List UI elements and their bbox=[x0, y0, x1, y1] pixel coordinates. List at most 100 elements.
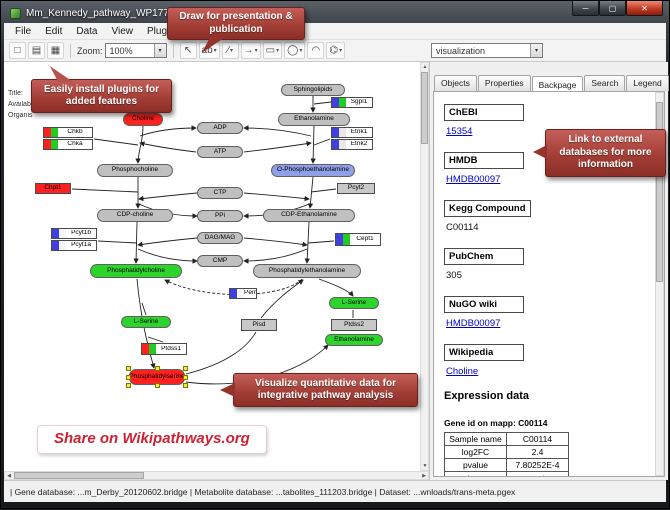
metabolite-node-l-serine-right[interactable]: L-Serine bbox=[329, 297, 379, 309]
gene-node-pcyt1b[interactable]: Pcyt1b bbox=[51, 228, 97, 239]
scroll-down-icon[interactable]: ▼ bbox=[421, 462, 429, 470]
metabolite-node-ethanolamine-top[interactable]: Ethanolamine bbox=[278, 113, 350, 126]
scroll-up-icon[interactable]: ▲ bbox=[421, 63, 429, 71]
metabolite-node-phosphatidylcholine[interactable]: Phosphatidylcholine bbox=[90, 264, 182, 278]
expression-color-chip bbox=[336, 234, 343, 245]
metabolite-node-atp[interactable]: ATP bbox=[197, 146, 243, 158]
gene-node-chkb[interactable]: Chkb bbox=[43, 127, 93, 138]
metabolite-node-ppi[interactable]: PPi bbox=[197, 210, 243, 222]
expression-color-chip bbox=[230, 289, 237, 298]
metabolite-node-ethanolamine-bottom[interactable]: Ethanolamine bbox=[325, 334, 383, 346]
gene-node-pisd[interactable]: Pisd bbox=[241, 319, 277, 331]
infobox-line: Title: bbox=[8, 90, 33, 97]
menu-bar: FileEditDataViewPluginsHelp bbox=[4, 23, 666, 40]
arc-tool-button[interactable]: ◠ bbox=[307, 42, 324, 59]
selection-handle[interactable] bbox=[126, 375, 131, 380]
maximize-button[interactable]: ▢ bbox=[599, 1, 626, 16]
select-tool-button[interactable]: ↖ bbox=[180, 42, 197, 59]
gene-node-chka[interactable]: Chka bbox=[43, 139, 93, 150]
callout-tail bbox=[533, 145, 547, 159]
vertical-scroll-thumb[interactable] bbox=[421, 72, 428, 144]
menu-edit[interactable]: Edit bbox=[38, 24, 69, 39]
tab-properties[interactable]: Properties bbox=[478, 75, 531, 91]
gene-node-chpt1[interactable]: Chpt1 bbox=[35, 183, 71, 194]
selection-handle[interactable] bbox=[183, 375, 188, 380]
metabolite-node-phosphocholine[interactable]: Phosphocholine bbox=[97, 164, 173, 177]
chevron-down-icon[interactable]: ▾ bbox=[154, 44, 166, 57]
menu-data[interactable]: Data bbox=[69, 24, 104, 39]
file-tool-group: □▤▦ bbox=[9, 42, 64, 59]
template-tool-button[interactable]: ⌬▾ bbox=[326, 42, 345, 59]
metabolite-node-phosphatidylethanolamine[interactable]: Phosphatidylethanolamine bbox=[253, 264, 361, 278]
metabolite-node-ctp[interactable]: CTP bbox=[197, 187, 243, 199]
ellipse-tool-button[interactable]: ◯▾ bbox=[284, 42, 305, 59]
scroll-right-icon[interactable]: ▶ bbox=[420, 472, 428, 480]
gene-node-pcyt1a[interactable]: Pcyt1a bbox=[51, 240, 97, 251]
callout-external-databases: Link to external databases for more info… bbox=[545, 129, 666, 177]
canvas-vertical-scrollbar[interactable]: ▲ ▼ bbox=[420, 62, 429, 471]
gene-node-ptdss1[interactable]: Ptdss1 bbox=[141, 343, 187, 355]
status-bar: | Gene database: ...m_Derby_20120602.bri… bbox=[4, 480, 666, 502]
metabolite-node-cdp-choline[interactable]: CDP-choline bbox=[97, 209, 173, 222]
metabolite-node-cmp[interactable]: CMP bbox=[197, 255, 243, 267]
open-button[interactable]: ▤ bbox=[28, 42, 45, 59]
gene-node-pemt[interactable]: Pemt bbox=[229, 288, 257, 299]
gene-node-etnk1[interactable]: Etnk1 bbox=[331, 127, 373, 138]
chevron-down-icon[interactable]: ▾ bbox=[530, 44, 542, 57]
gene-id-on-mapp: Gene id on mapp: C00114 bbox=[444, 418, 646, 428]
gene-node-etnk2[interactable]: Etnk2 bbox=[331, 139, 373, 150]
visualization-combobox[interactable]: visualization ▾ bbox=[431, 43, 543, 58]
database-id-link[interactable]: HMDB00097 bbox=[446, 318, 646, 329]
line-tool-button[interactable]: ∕▾ bbox=[222, 42, 239, 59]
minimize-button[interactable]: ─ bbox=[572, 1, 599, 16]
metabolite-node-sphingolipids[interactable]: Sphingolipids bbox=[281, 84, 345, 96]
rect-tool-button[interactable]: ▭▾ bbox=[263, 42, 282, 59]
expression-data-title: Expression data bbox=[444, 390, 646, 402]
gene-node-ptdss2[interactable]: Ptdss2 bbox=[331, 319, 377, 331]
expression-table-cell: Sample name bbox=[445, 433, 507, 446]
metabolite-node-cdp-ethanolamine[interactable]: CDP-Ethanolamine bbox=[263, 209, 355, 222]
node-label: Pcyt1a bbox=[66, 242, 96, 249]
scroll-left-icon[interactable]: ◀ bbox=[5, 472, 13, 480]
gene-node-cept1[interactable]: Cept1 bbox=[335, 233, 381, 246]
new-button[interactable]: □ bbox=[9, 42, 26, 59]
tab-objects[interactable]: Objects bbox=[434, 75, 477, 91]
tab-search[interactable]: Search bbox=[584, 75, 625, 91]
selection-handle[interactable] bbox=[126, 383, 131, 388]
selection-handle[interactable] bbox=[126, 366, 131, 371]
selection-handle[interactable] bbox=[183, 383, 188, 388]
metabolite-node-dag[interactable]: DAG/MAG bbox=[197, 232, 243, 244]
canvas-horizontal-scrollbar[interactable]: ◀ ▶ bbox=[4, 471, 429, 480]
close-button[interactable]: ✕ bbox=[626, 1, 663, 16]
callout-install-plugins: Easily install plugins for added feature… bbox=[31, 79, 172, 113]
menu-file[interactable]: File bbox=[8, 24, 38, 39]
expression-color-chip bbox=[343, 234, 350, 245]
selection-handle[interactable] bbox=[155, 366, 160, 371]
metabolite-node-choline[interactable]: Choline bbox=[123, 113, 163, 126]
selection-handle[interactable] bbox=[183, 366, 188, 371]
metabolite-node-o-phosphoethanolamine[interactable]: O-Phosphoethanolamine bbox=[271, 164, 355, 177]
menu-view[interactable]: View bbox=[104, 24, 140, 39]
zoom-combobox[interactable]: 100% ▾ bbox=[105, 43, 167, 58]
node-label: Sgpl1 bbox=[346, 99, 372, 106]
gene-node-pcyt2[interactable]: Pcyt2 bbox=[337, 183, 375, 194]
database-id-link[interactable]: Choline bbox=[446, 366, 646, 377]
save-button[interactable]: ▦ bbox=[47, 42, 64, 59]
metabolite-node-adp[interactable]: ADP bbox=[197, 122, 243, 134]
expression-table-cell: pvalue bbox=[445, 459, 507, 472]
database-id-value: C00114 bbox=[446, 222, 646, 233]
arrow-tool-button[interactable]: →▾ bbox=[241, 42, 261, 59]
database-header: NuGO wiki bbox=[444, 296, 524, 313]
share-on-wikipathways-note: Share on Wikipathways.org bbox=[37, 425, 267, 454]
selection-handle[interactable] bbox=[155, 383, 160, 388]
metabolite-node-l-serine-left[interactable]: L-Serine bbox=[121, 316, 171, 328]
tab-legend[interactable]: Legend bbox=[626, 75, 668, 91]
expression-color-chip bbox=[237, 289, 244, 298]
expression-color-chip bbox=[59, 241, 66, 250]
gene-node-sgpl1[interactable]: Sgpl1 bbox=[331, 97, 373, 108]
tab-backpage[interactable]: Backpage bbox=[532, 76, 584, 92]
horizontal-scroll-thumb[interactable] bbox=[14, 472, 144, 479]
